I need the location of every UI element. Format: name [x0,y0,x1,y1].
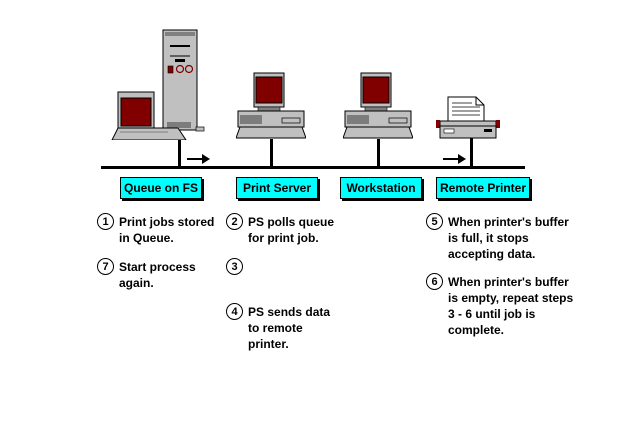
printer-drop-line [470,138,473,167]
step-text: PS polls queue for print job. [248,215,335,245]
step-6: 6 When printer's buffer is empty, repeat… [426,273,574,338]
step-number: 6 [426,273,443,290]
step-number: 3 [226,258,243,275]
network-line [101,166,525,169]
step-text: PS sends data to remote printer. [248,305,331,351]
step-number: 7 [97,258,114,275]
remote-printer-icon [436,96,500,139]
file-server-drop-line [178,140,181,167]
print-server-label: Print Server [236,177,318,199]
workstation-drop-line [377,139,380,167]
step-7: 7 Start process again. [97,258,196,291]
step-number: 1 [97,213,114,230]
step-2: 2 PS polls queue for print job. [226,213,335,246]
remote-printer-label: Remote Printer [436,177,530,199]
step-3: 3 [226,258,248,275]
step-5: 5 When printer's buffer is full, it stop… [426,213,569,262]
step-number: 2 [226,213,243,230]
right-arrow-icon [187,154,210,164]
workstation-label: Workstation [340,177,422,199]
step-number: 4 [226,303,243,320]
step-4: 4 PS sends data to remote printer. [226,303,331,352]
step-1: 1 Print jobs stored in Queue. [97,213,215,246]
step-text: When printer's buffer is full, it stops … [448,215,569,261]
file-server-icon [111,29,205,140]
print-server-computer-icon [236,72,306,139]
step-text: Print jobs stored in Queue. [119,215,215,245]
step-text: When printer's buffer is empty, repeat s… [448,275,574,337]
print-server-drop-line [270,139,273,167]
queue-on-fs-label: Queue on FS [120,177,202,199]
workstation-computer-icon [343,72,413,139]
step-text: Start process again. [119,260,196,290]
right-arrow-icon [443,154,466,164]
step-number: 5 [426,213,443,230]
